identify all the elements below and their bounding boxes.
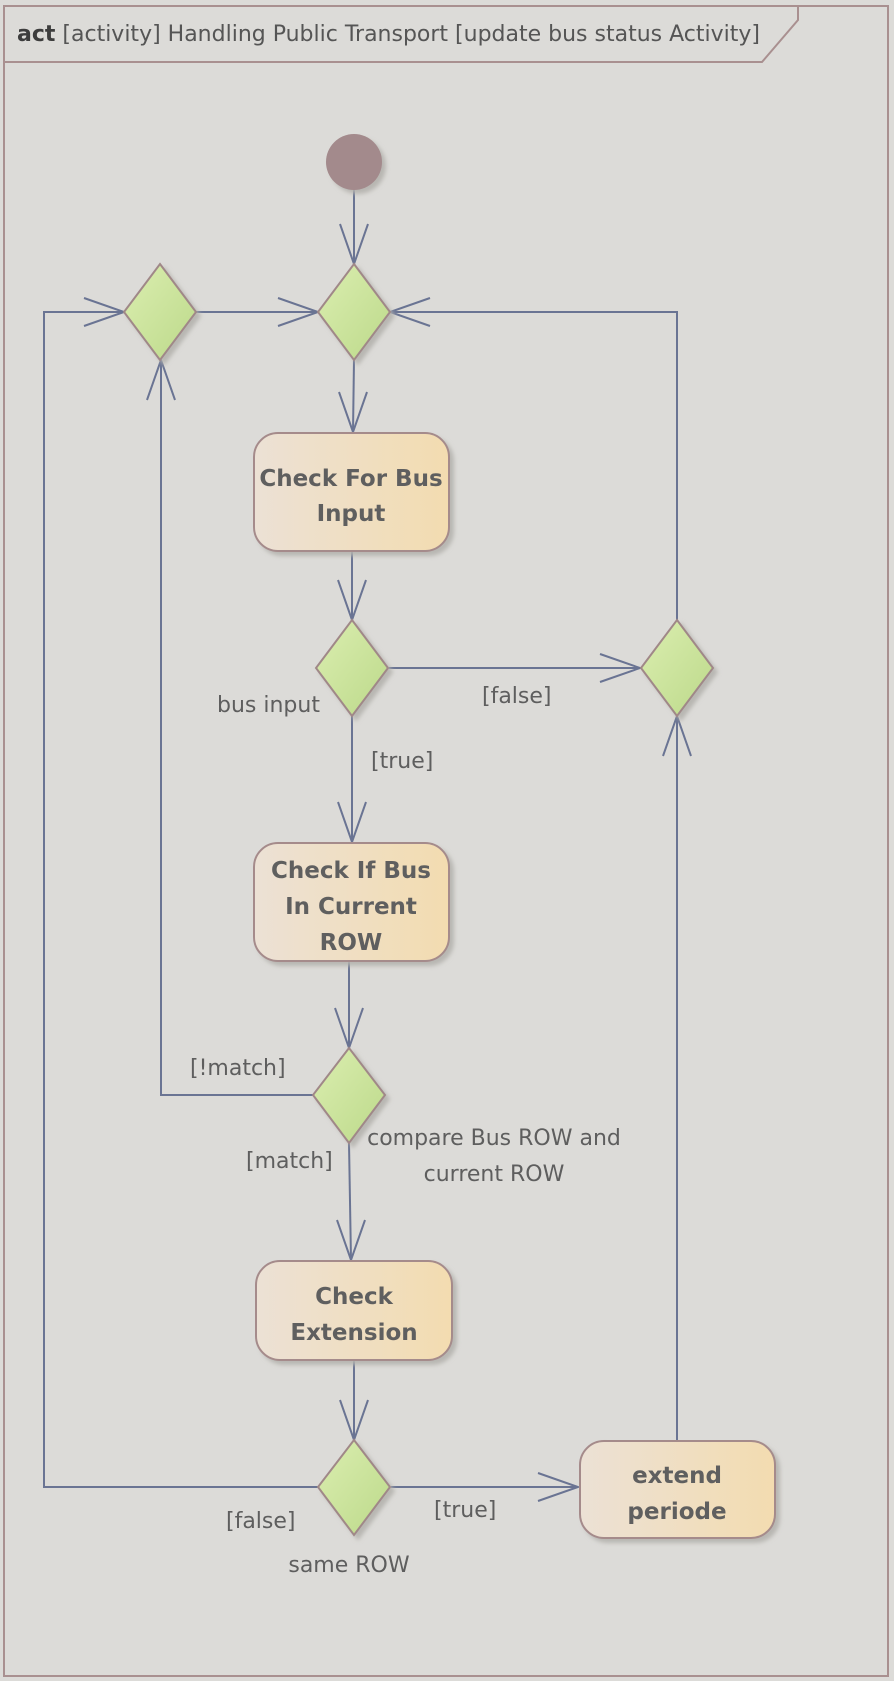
merge-node-left (122, 262, 198, 362)
guard-no-match: [!match] (190, 1056, 286, 1081)
action-check-bus-in-current-row: Check If Bus In Current ROW (253, 842, 450, 962)
flow-same-row-false (43, 311, 318, 1488)
flow-match (348, 1142, 352, 1261)
arrowhead (537, 1472, 582, 1502)
frame-title: act[activity] Handling Public Transport … (17, 22, 760, 47)
decision-compare-row (311, 1046, 387, 1145)
action-check-extension: Check Extension (255, 1260, 453, 1361)
action-label-line: ROW (320, 930, 383, 956)
diagram-frame (3, 5, 889, 1677)
action-label-line: Check (315, 1284, 393, 1310)
decision-same-row (316, 1438, 392, 1537)
decision-bus-input (314, 618, 390, 718)
action-label-line: Check For Bus (259, 466, 442, 492)
merge-node-right (639, 618, 715, 718)
decision-label-bus-input: bus input (217, 693, 320, 718)
merge-node-top (316, 262, 392, 362)
action-extend-periode: extend periode (579, 1440, 776, 1539)
flow-no-match (160, 360, 313, 1096)
action-check-bus-input: Check For Bus Input (253, 432, 450, 552)
action-label-line: Extension (290, 1320, 417, 1346)
guard-match: [match] (246, 1149, 333, 1174)
flow-merge-to-check-bus-input (352, 359, 355, 433)
guard-same-row-false: [false] (226, 1509, 296, 1534)
decision-label-same-row: same ROW (288, 1553, 410, 1578)
flow-right-merge-to-merge (390, 311, 678, 620)
action-label-line: Check If Bus (271, 858, 431, 884)
action-label-line: Input (317, 501, 386, 527)
decision-label-compare-line2: current ROW (424, 1162, 565, 1187)
initial-node (326, 134, 382, 190)
action-label-line: In Current (285, 894, 417, 920)
decision-label-compare-line1: compare Bus ROW and (367, 1126, 621, 1151)
frame-title-tab (4, 5, 799, 63)
guard-bus-input-true: [true] (371, 749, 433, 774)
guard-bus-input-false: [false] (482, 684, 552, 709)
action-label-line: extend (632, 1463, 722, 1489)
guard-same-row-true: [true] (434, 1498, 496, 1523)
action-label-line: periode (627, 1499, 726, 1525)
